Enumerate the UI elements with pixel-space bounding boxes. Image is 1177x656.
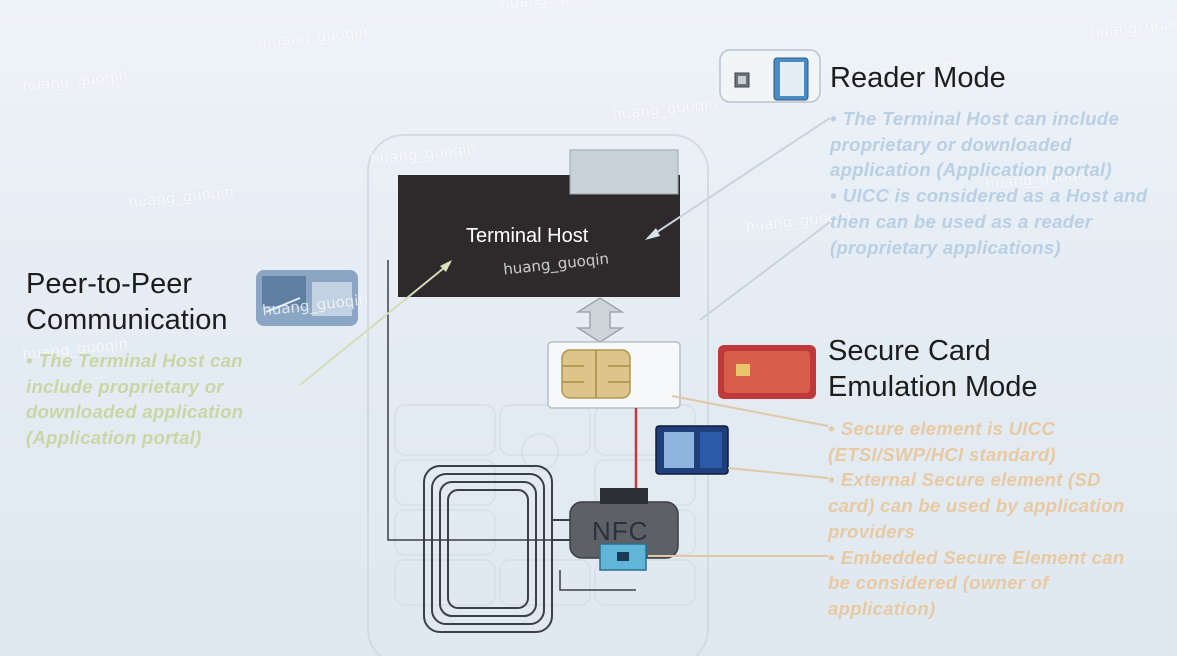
terminal-host-box <box>398 175 680 297</box>
reader-mode-bullet: •UICC is considered as a Host and then c… <box>830 185 1148 258</box>
card-pointer-line-1 <box>671 395 829 427</box>
nfc-antenna <box>423 465 570 633</box>
terminal-host-label: Terminal Host <box>466 225 589 247</box>
nfc-chip-connector <box>600 488 648 504</box>
card-emulation-title-line1: Secure Card <box>828 335 991 367</box>
host-nfc-wire <box>387 260 570 541</box>
terminal-host-tab <box>569 149 679 195</box>
peer-to-peer-bullets: •The Terminal Host can include proprieta… <box>26 348 298 451</box>
card-emulation-bullet: •Embedded Secure Element can be consider… <box>828 546 1125 619</box>
phone-outline <box>367 134 709 656</box>
card-emulation-title-line2: Emulation Mode <box>828 371 1038 403</box>
card-emulation-bullet: •Secure element is UICC (ETSI/SWP/HCI st… <box>828 418 1056 465</box>
p2p-pointer-line <box>299 262 451 386</box>
reader-mode-title: Reader Mode <box>830 62 1006 94</box>
peer-to-peer-title-line1: Peer-to-Peer <box>26 268 193 300</box>
peer-to-peer-title-line2: Communication <box>26 304 228 336</box>
nfc-label: NFC <box>592 516 649 546</box>
card-pointer-line-2 <box>727 467 829 479</box>
peer-to-peer-bullet: •The Terminal Host can include proprieta… <box>26 350 244 449</box>
reader-mode-icon <box>719 49 821 103</box>
card-emulation-icon <box>718 345 816 399</box>
reader-pointer-line <box>647 117 831 239</box>
card-emulation-bullets: •Secure element is UICC (ETSI/SWP/HCI st… <box>828 416 1148 622</box>
reader-mode-bullets: •The Terminal Host can include proprieta… <box>830 106 1170 260</box>
reader-mode-bullet: •The Terminal Host can include proprieta… <box>830 108 1120 181</box>
card-emulation-bullet: •External Secure element (SD card) can b… <box>828 469 1125 542</box>
sd-card <box>655 425 729 475</box>
host-uicc-arrow <box>575 297 625 343</box>
peer-to-peer-icon <box>256 270 358 326</box>
uicc-chip-lines <box>562 350 630 398</box>
